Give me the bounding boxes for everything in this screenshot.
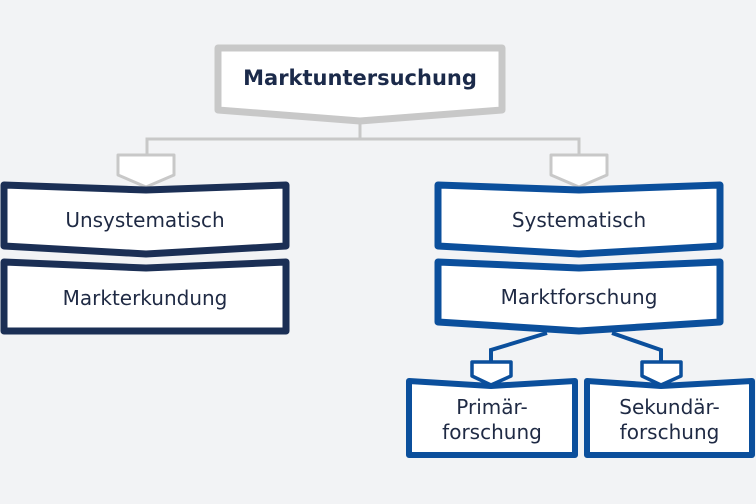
node-marktforschung-label: Marktforschung bbox=[500, 284, 658, 309]
arrow-icon-right bbox=[549, 153, 609, 189]
arrow-icon-sekundaer bbox=[640, 360, 683, 387]
root-node-box bbox=[214, 44, 506, 125]
node-systematisch-label: Systematisch bbox=[511, 207, 647, 232]
node-unsystematisch-box bbox=[0, 181, 290, 258]
sekundaerforschung-line2: forschung bbox=[619, 420, 720, 444]
node-systematisch-box bbox=[434, 181, 724, 258]
node-primaerforschung-label: Primär- forschung bbox=[412, 388, 572, 452]
node-markterkundung-label: Markterkundung bbox=[62, 285, 228, 310]
node-primaerforschung-box bbox=[406, 378, 578, 458]
arrow-icon-left bbox=[116, 153, 176, 189]
arrow-icon-primaer bbox=[470, 360, 513, 387]
node-sekundaerforschung-box bbox=[584, 378, 755, 458]
node-sekundaerforschung-label: Sekundär- forschung bbox=[590, 388, 749, 452]
node-markterkundung-box bbox=[0, 258, 290, 335]
sekundaerforschung-line1: Sekundär- bbox=[619, 395, 720, 419]
connector-sekundaer bbox=[611, 331, 663, 362]
root-connector bbox=[145, 121, 362, 155]
primaerforschung-line1: Primär- bbox=[456, 395, 528, 419]
node-marktforschung-box bbox=[434, 258, 724, 335]
root-connector-right bbox=[360, 137, 581, 155]
node-unsystematisch-label: Unsystematisch bbox=[65, 207, 225, 232]
root-node-label: Marktuntersuchung bbox=[243, 65, 477, 90]
primaerforschung-line2: forschung bbox=[442, 420, 542, 444]
connector-primaer bbox=[489, 331, 548, 362]
